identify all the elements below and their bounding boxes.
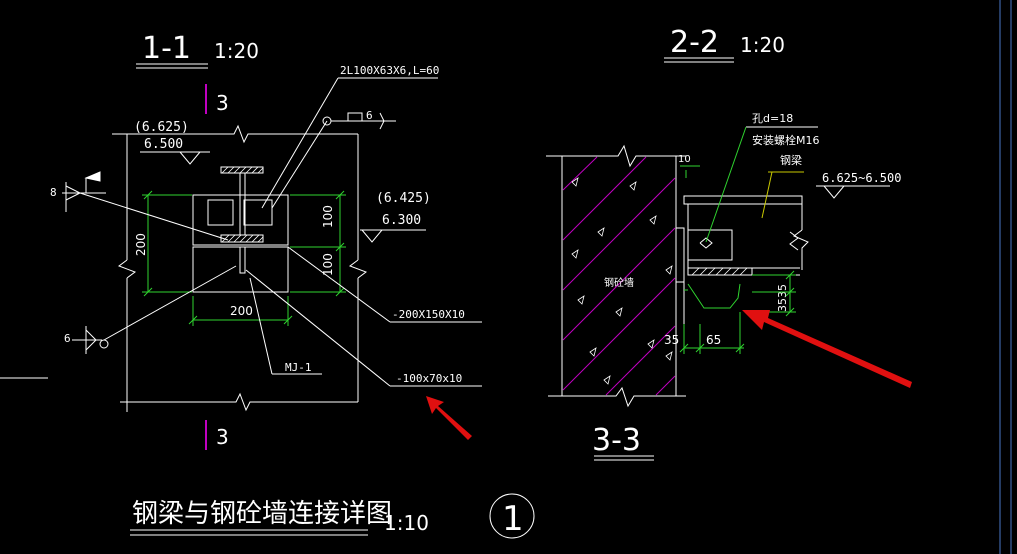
wall-aggregate <box>571 177 673 385</box>
red-annotation-arrow-left <box>426 396 472 440</box>
drawing-title: 钢梁与钢砼墙连接详图 <box>132 499 392 529</box>
concrete-wall <box>563 157 675 395</box>
red-annotation-arrow-right <box>742 310 912 388</box>
dim-65: 65 <box>706 333 721 347</box>
plate-label-1: -200X150X10 <box>392 308 465 321</box>
elevation-mid-a: (6.425) <box>376 191 431 206</box>
weld-left-size: 8 <box>50 186 57 199</box>
drawing-number: 1 <box>502 499 524 539</box>
beam-bottom-flange <box>220 234 264 243</box>
plate-label-2: -100x70x10 <box>396 372 462 385</box>
beam-label: 钢梁 <box>780 153 802 167</box>
elevation-mid-b: 6.300 <box>382 213 421 228</box>
elevation-top-a: (6.625) <box>134 120 189 135</box>
drawing-number-circle <box>489 493 535 539</box>
dim-10: 10 <box>678 154 691 165</box>
hole-label: 孔d=18 <box>752 112 793 125</box>
section-1-1-scale: 1:20 <box>214 39 259 63</box>
section-2-2-title: 2-2 <box>670 25 719 60</box>
drawing-title-block: 钢梁与钢砼墙连接详图 1:10 1 <box>130 493 535 539</box>
dim-200-horizontal: 200 <box>230 304 253 318</box>
weld-bottom-size: 6 <box>64 332 71 345</box>
section-1-1-title: 1-1 <box>142 31 191 66</box>
cut-mark-top-label: 3 <box>216 91 229 115</box>
angle-label: 2L100X63X6,L=60 <box>340 64 439 77</box>
dim-200-vertical: 200 <box>134 233 148 256</box>
steel-beam-top-flange <box>683 195 803 205</box>
wall-label: 钢砼墙 <box>604 276 634 289</box>
wall-hatch <box>562 156 676 396</box>
dim-3535: 3535 <box>776 284 789 312</box>
bolt-label: 安装螺栓M16 <box>752 133 820 147</box>
embed-label: MJ-1 <box>285 361 312 374</box>
section-3-3-title: 3-3 <box>592 423 641 458</box>
cut-mark-bottom-label: 3 <box>216 425 229 449</box>
section-2-2-scale: 1:20 <box>740 33 785 57</box>
weld-size-top: 6 <box>366 109 373 122</box>
drawing-scale: 1:10 <box>384 511 429 535</box>
section-2-2: 2-2 1:20 <box>546 25 912 461</box>
elevation-range: 6.625~6.500 <box>822 171 901 185</box>
dim-100-lower: 100 <box>321 253 335 276</box>
dim-35: 35 <box>664 333 679 347</box>
section-1-1: 1-1 1:20 3 3 (6.625) 6.500 <box>50 31 482 450</box>
dim-100-upper: 100 <box>321 205 335 228</box>
elevation-top-b: 6.500 <box>144 137 183 152</box>
